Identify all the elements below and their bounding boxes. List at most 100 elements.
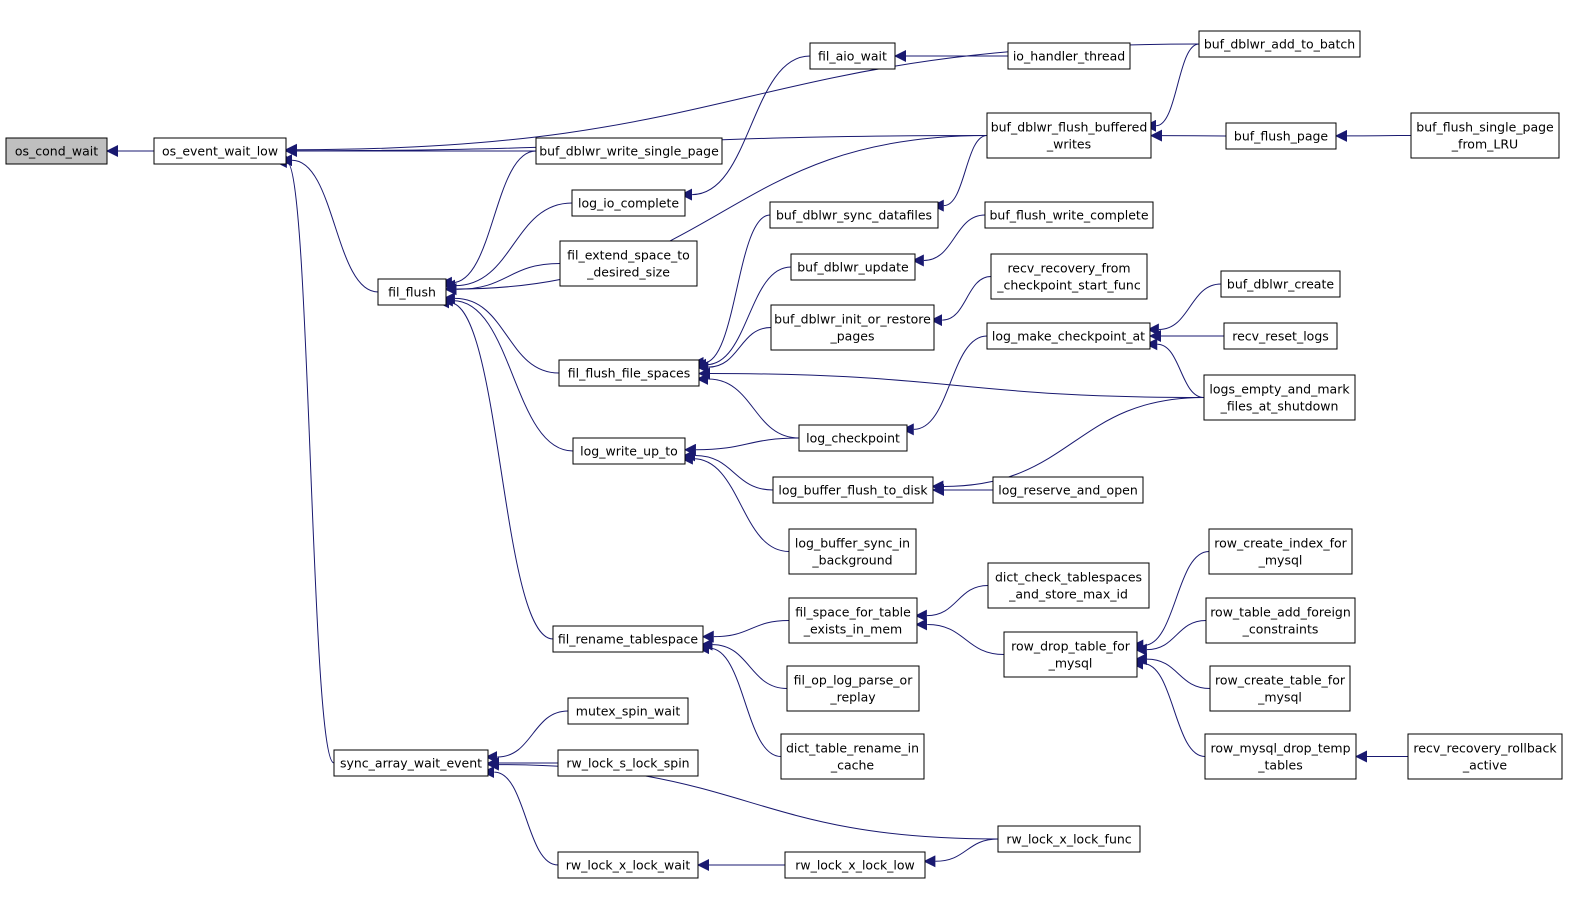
node-label: _constraints: [1242, 622, 1319, 637]
node-recv_reset_logs[interactable]: recv_reset_logs: [1223, 322, 1338, 350]
node-buf_flush_write_complete[interactable]: buf_flush_write_complete: [984, 201, 1154, 229]
edge-mutex_spin_wait-to-sync_array_wait_event: [485, 710, 569, 764]
node-fil_rename_tablespace[interactable]: fil_rename_tablespace: [552, 625, 704, 653]
node-buf_dblwr_flush_buffered_writes[interactable]: buf_dblwr_flush_buffered_writes: [986, 112, 1152, 159]
node-label: logs_empty_and_mark: [1209, 382, 1350, 397]
edge-line: [274, 155, 335, 764]
node-os_event_wait_low[interactable]: os_event_wait_low: [153, 137, 287, 165]
node-box: [809, 42, 896, 70]
node-rw_lock_x_lock_func[interactable]: rw_lock_x_lock_func: [997, 825, 1141, 853]
node-log_write_up_to[interactable]: log_write_up_to: [572, 437, 686, 465]
edge-line: [915, 618, 1005, 655]
edge-line: [930, 276, 992, 327]
node-layer: os_cond_wait os_event_wait_low fil_flushsy…: [5, 30, 1563, 879]
node-fil_aio_wait[interactable]: fil_aio_wait: [809, 42, 896, 70]
node-dict_table_rename_in_cache[interactable]: dict_table_rename_in_cache: [780, 733, 925, 780]
node-buf_dblwr_add_to_batch[interactable]: buf_dblwr_add_to_batch: [1198, 30, 1361, 58]
node-buf_dblwr_create[interactable]: buf_dblwr_create: [1220, 270, 1341, 298]
edge-line: [691, 214, 771, 369]
node-box: [557, 851, 699, 879]
node-box: [1220, 270, 1341, 298]
node-buf_dblwr_sync_datafiles[interactable]: buf_dblwr_sync_datafiles: [769, 201, 939, 229]
edge-row_create_table_for_mysql-to-row_drop_table_for_mysql: [1134, 653, 1211, 689]
node-fil_op_log_parse_or_replay[interactable]: fil_op_log_parse_or_replay: [786, 665, 920, 712]
node-rw_lock_s_lock_spin[interactable]: rw_lock_s_lock_spin: [557, 749, 699, 777]
edge-line: [485, 710, 569, 764]
node-label: buf_dblwr_create: [1227, 277, 1334, 292]
node-box: [1204, 733, 1357, 780]
node-buf_flush_single_page_from_LRU[interactable]: buf_flush_single_page_from_LRU: [1410, 112, 1560, 159]
node-label: row_table_add_foreign: [1210, 605, 1351, 620]
node-label: _cache: [830, 758, 875, 773]
node-log_buffer_sync_in_background[interactable]: log_buffer_sync_in_background: [788, 528, 917, 575]
edge-line: [1145, 338, 1205, 398]
edge-line: [701, 620, 790, 643]
node-log_io_complete[interactable]: log_io_complete: [571, 189, 686, 217]
node-fil_flush[interactable]: fil_flush: [377, 278, 447, 306]
node-label: fil_rename_tablespace: [558, 632, 698, 647]
node-box: [559, 240, 698, 287]
node-log_buffer_flush_to_disk[interactable]: log_buffer_flush_to_disk: [772, 476, 934, 504]
node-label: _mysql: [1257, 690, 1302, 705]
node-box: [772, 476, 934, 504]
node-label: _from_LRU: [1451, 137, 1518, 152]
node-recv_recovery_rollback_active[interactable]: recv_recovery_rollback_active: [1407, 733, 1563, 780]
edge-row_mysql_drop_temp_tables-to-row_drop_table_for_mysql: [1131, 657, 1206, 757]
node-rw_lock_x_lock_wait[interactable]: rw_lock_x_lock_wait: [557, 851, 699, 879]
node-logs_empty_and_mark_files_at_shutdown[interactable]: logs_empty_and_mark_files_at_shutdown: [1203, 374, 1356, 421]
node-label: row_mysql_drop_temp: [1210, 741, 1350, 756]
edge-dict_check_tablespaces_and_store_max_id-to-fil_space_for_table_exists_in_mem: [914, 585, 989, 622]
edge-line: [697, 367, 1205, 398]
edge-buf_dblwr_add_to_batch-to-buf_dblwr_flush_buffered_writes: [1144, 43, 1200, 132]
node-log_checkpoint[interactable]: log_checkpoint: [798, 424, 908, 452]
node-box: [333, 749, 489, 777]
edge-line: [696, 327, 772, 374]
node-buf_dblwr_init_or_restore_pages[interactable]: buf_dblwr_init_or_restore_pages: [770, 304, 935, 351]
node-fil_extend_space_to_desired_size[interactable]: fil_extend_space_to_desired_size: [559, 240, 698, 287]
edge-logs_empty_and_mark_files_at_shutdown-to-log_buffer_flush_to_disk: [931, 397, 1205, 493]
node-box: [1007, 42, 1131, 70]
node-box: [788, 528, 917, 575]
node-fil_flush_file_spaces[interactable]: fil_flush_file_spaces: [558, 359, 700, 387]
node-box: [1203, 374, 1356, 421]
node-label: _tables: [1257, 758, 1302, 773]
node-dict_check_tablespaces_and_store_max_id[interactable]: dict_check_tablespaces_and_store_max_id: [987, 562, 1150, 609]
node-rw_lock_x_lock_low[interactable]: rw_lock_x_lock_low: [784, 851, 926, 879]
node-row_mysql_drop_temp_tables[interactable]: row_mysql_drop_temp _tables: [1204, 733, 1357, 780]
node-sync_array_wait_event[interactable]: sync_array_wait_event: [333, 749, 489, 777]
edge-line: [911, 214, 986, 267]
node-os_cond_wait[interactable]: os_cond_wait: [5, 137, 108, 165]
edge-row_table_add_foreign_constraints-to-row_drop_table_for_mysql: [1134, 620, 1207, 656]
node-label: log_io_complete: [578, 196, 679, 211]
node-box: [770, 304, 935, 351]
edge-fil_rename_tablespace-to-fil_flush: [437, 296, 554, 640]
node-fil_space_for_table_exists_in_mem[interactable]: fil_space_for_table_exists_in_mem: [788, 597, 918, 644]
node-buf_dblwr_update[interactable]: buf_dblwr_update: [790, 253, 916, 281]
node-mutex_spin_wait[interactable]: mutex_spin_wait: [567, 697, 689, 725]
node-recv_recovery_from_checkpoint_start_func[interactable]: recv_recovery_from_checkpoint_start_func: [990, 253, 1148, 300]
edge-line: [1134, 653, 1211, 689]
edge-line: [437, 296, 554, 640]
node-label: fil_flush: [388, 285, 436, 300]
edge-dict_table_rename_in_cache-to-fil_rename_tablespace: [697, 642, 782, 757]
node-box: [986, 112, 1152, 159]
node-box: [535, 137, 723, 165]
node-label: log_buffer_flush_to_disk: [778, 483, 928, 498]
node-buf_flush_page[interactable]: buf_flush_page: [1225, 122, 1337, 150]
node-row_create_table_for_mysql[interactable]: row_create_table_for_mysql: [1209, 665, 1351, 712]
node-row_drop_table_for_mysql[interactable]: row_drop_table_for_mysql: [1003, 631, 1138, 678]
node-log_make_checkpoint_at[interactable]: log_make_checkpoint_at: [986, 322, 1151, 350]
node-box: [786, 665, 920, 712]
edge-log_buffer_sync_in_background-to-log_write_up_to: [680, 452, 790, 552]
node-row_create_index_for_mysql[interactable]: row_create_index_for_mysql: [1208, 528, 1353, 575]
node-buf_dblwr_write_single_page[interactable]: buf_dblwr_write_single_page: [535, 137, 723, 165]
node-box: [1003, 631, 1138, 678]
edge-line: [694, 266, 792, 371]
node-label: io_handler_thread: [1013, 49, 1125, 64]
node-row_table_add_foreign_constraints[interactable]: row_table_add_foreign _constraints: [1205, 597, 1356, 644]
node-label: rw_lock_x_lock_func: [1006, 832, 1131, 847]
node-io_handler_thread[interactable]: io_handler_thread: [1007, 42, 1131, 70]
node-log_reserve_and_open[interactable]: log_reserve_and_open: [992, 476, 1144, 504]
node-label: fil_op_log_parse_or: [794, 673, 914, 688]
edge-fil_extend_space_to_desired_size-to-fil_flush: [444, 263, 561, 296]
